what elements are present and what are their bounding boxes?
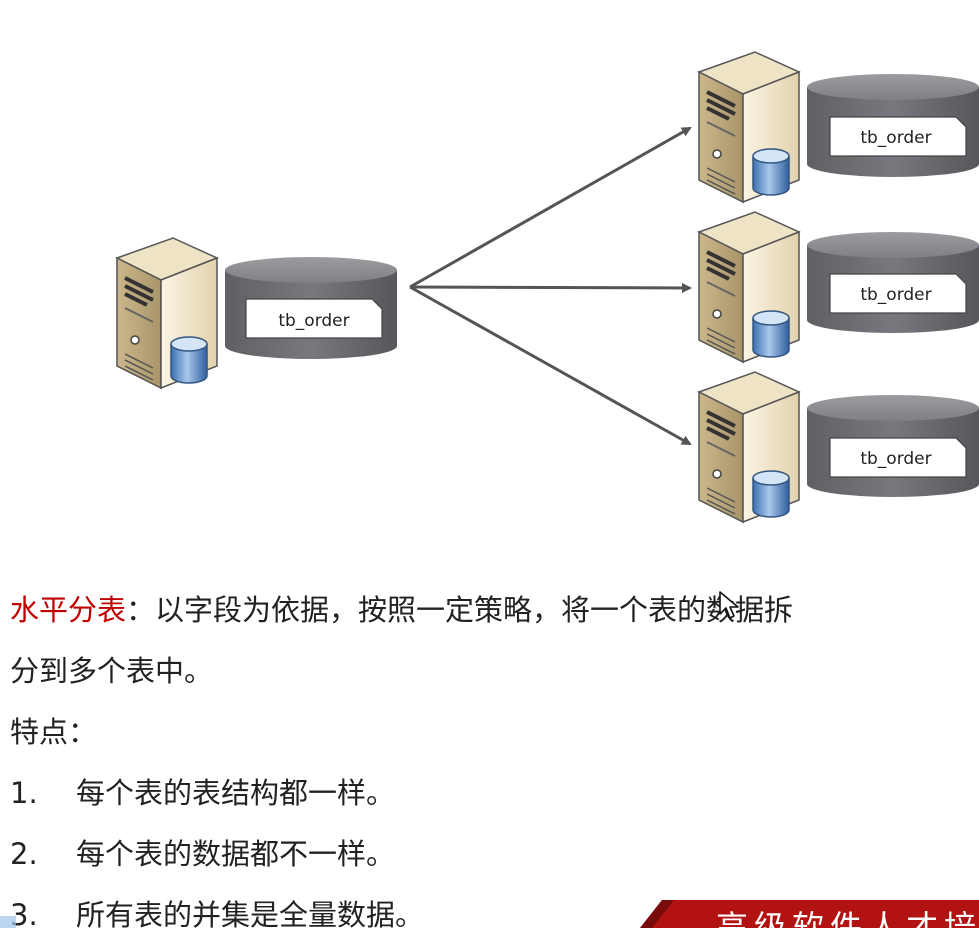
feature-item-2: 2. 每个表的数据都不一样。 — [10, 824, 970, 885]
definition-text: ：以字段为依据，按照一定策略，将一个表的数据拆 — [126, 593, 794, 627]
shard-table-cylinder-2: tb_order — [807, 232, 979, 333]
arrow-to-shard-1 — [409, 126, 692, 289]
shard-table-cylinder-1: tb_order — [807, 74, 979, 177]
mouse-cursor-icon — [719, 591, 739, 619]
feature-number: 1. — [10, 776, 38, 810]
description-text: 水平分表：以字段为依据，按照一定策略，将一个表的数据拆 分到多个表中。 特点： … — [10, 580, 970, 946]
database-icon — [752, 470, 790, 518]
database-icon — [752, 148, 790, 196]
database-icon — [752, 310, 790, 358]
banner-text: 高级软件人才培 — [716, 908, 979, 928]
feature-number: 2. — [10, 837, 38, 871]
definition-line: 水平分表：以字段为依据，按照一定策略，将一个表的数据拆 — [10, 580, 970, 641]
shard-database-2: tb_order — [697, 210, 979, 364]
definition-continuation: 分到多个表中。 — [10, 654, 214, 688]
shard-database-1: tb_order — [697, 50, 979, 204]
brand-banner: 高级软件人才培 — [640, 900, 979, 928]
term-highlight: 水平分表 — [10, 593, 127, 627]
shard-table-cylinder-3: tb_order — [807, 395, 979, 497]
feature-item-1: 1. 每个表的表结构都一样。 — [10, 763, 970, 824]
sharding-diagram: tb_order tb_order tb_order — [115, 50, 979, 524]
source-table-label: tb_order — [278, 311, 349, 331]
feature-item-3: 3. 所有表的并集是全量数据。 — [10, 885, 970, 946]
banner-shape — [640, 900, 979, 928]
feature-text: 所有表的并集是全量数据。 — [76, 898, 425, 932]
shard-table-label-3: tb_order — [860, 449, 931, 469]
feature-text: 每个表的数据都不一样。 — [76, 837, 396, 871]
feature-number: 3. — [10, 898, 38, 932]
scrollbar-fragment[interactable] — [0, 916, 16, 928]
shard-database-3: tb_order — [697, 370, 979, 524]
shard-table-label-2: tb_order — [860, 285, 931, 305]
source-database: tb_order — [115, 236, 397, 390]
database-icon — [170, 336, 208, 384]
shard-table-label-1: tb_order — [860, 128, 931, 148]
arrow-to-shard-2 — [409, 282, 692, 293]
feature-text: 每个表的表结构都一样。 — [76, 776, 396, 810]
source-table-cylinder: tb_order — [225, 257, 397, 359]
arrow-to-shard-3 — [409, 285, 692, 446]
features-heading: 特点： — [10, 715, 98, 749]
